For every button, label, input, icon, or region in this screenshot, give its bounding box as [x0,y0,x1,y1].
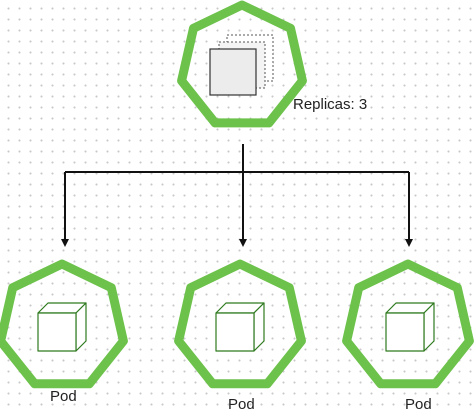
pod-node[interactable] [342,259,474,389]
pod-cube-icon [37,302,87,352]
pod-heptagon [342,259,474,389]
pod-label: Pod [405,396,432,413]
deployment-node[interactable] [177,0,307,128]
pod-cube-icon [215,302,265,352]
pod-node[interactable] [0,259,128,389]
replicaset-icon [209,34,274,96]
pod-node[interactable] [174,259,306,389]
pod-label: Pod [50,388,77,405]
pod-heptagon [0,259,128,389]
replicas-label: Replicas: 3 [293,96,368,113]
connectors [61,144,413,247]
deployment-heptagon [177,0,307,128]
pod-label: Pod [228,396,255,413]
pod-cube-icon [385,302,435,352]
pod-heptagon [174,259,306,389]
